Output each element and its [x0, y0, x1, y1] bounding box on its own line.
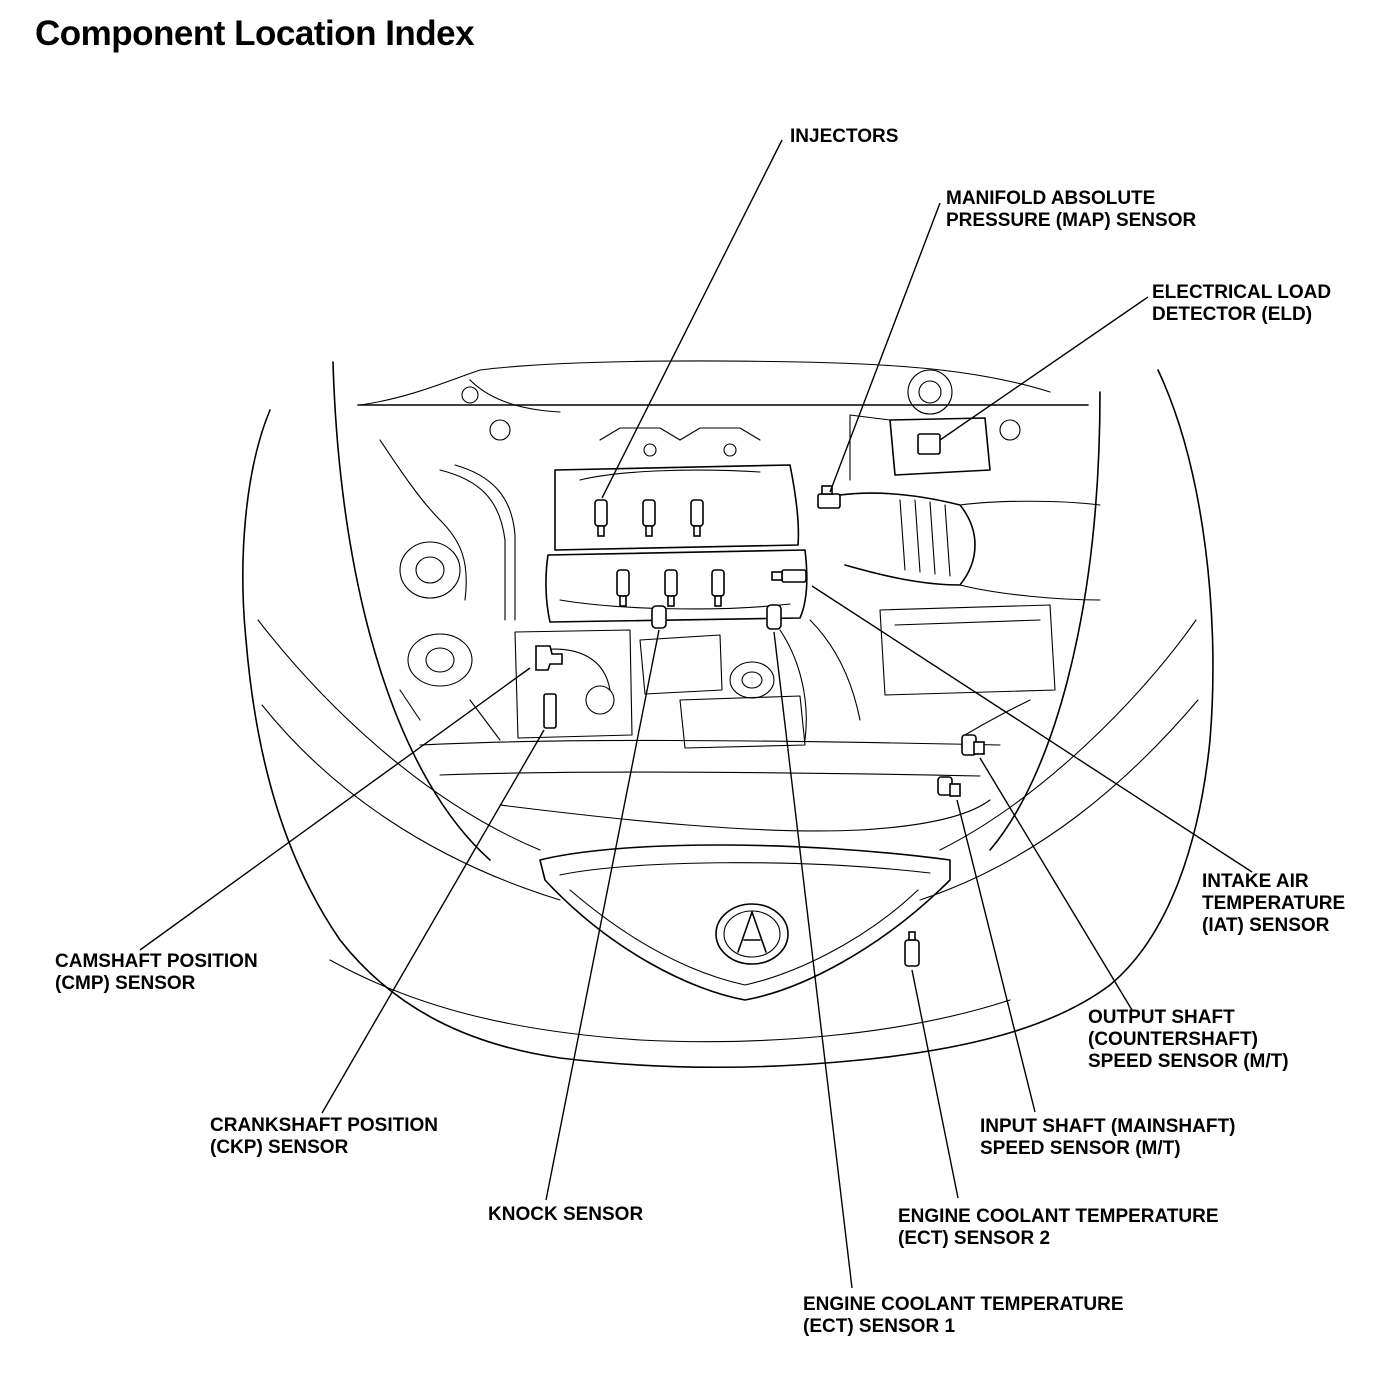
car-body-outline: [242, 361, 1214, 1069]
leader-ect-sensor-1: [773, 631, 853, 1289]
ect-sensor-1-part: [766, 604, 782, 630]
input-shaft-sensor-part: [937, 776, 961, 797]
injector-lower-1: [616, 569, 630, 607]
cmp-sensor-part: [535, 645, 563, 671]
map-sensor: [817, 485, 841, 509]
knock-sensor-part: [651, 605, 667, 629]
injector-upper-2: [642, 499, 656, 537]
ckp-sensor-part: [543, 693, 557, 729]
label-eld: ELECTRICAL LOAD DETECTOR (ELD): [1152, 282, 1332, 325]
injector-upper-1: [594, 499, 608, 537]
output-shaft-sensor-part: [961, 734, 985, 756]
label-injectors: INJECTORS: [790, 126, 899, 147]
components: [535, 433, 985, 967]
label-ect-sensor-2: ENGINE COOLANT TEMPERATURE (ECT) SENSOR …: [898, 1206, 1219, 1249]
leader-map-sensor: [829, 202, 941, 493]
leader-ckp-sensor: [321, 729, 545, 1114]
leader-iat-sensor: [811, 585, 1253, 873]
leader-input-shaft-sensor: [956, 799, 1036, 1113]
label-output-shaft-sensor: OUTPUT SHAFT (COUNTERSHAFT) SPEED SENSOR…: [1088, 1007, 1289, 1072]
eld-unit: [917, 433, 941, 455]
label-ect-sensor-1: ENGINE COOLANT TEMPERATURE (ECT) SENSOR …: [803, 1294, 1124, 1337]
page-title: Component Location Index: [35, 14, 475, 53]
leader-lines: [139, 139, 1253, 1289]
leader-eld: [939, 296, 1149, 441]
label-map-sensor: MANIFOLD ABSOLUTE PRESSURE (MAP) SENSOR: [946, 188, 1197, 231]
injector-lower-3: [711, 569, 725, 607]
label-iat-sensor: INTAKE AIR TEMPERATURE (IAT) SENSOR: [1202, 871, 1346, 936]
leader-knock-sensor: [545, 629, 660, 1201]
leader-cmp-sensor: [139, 667, 531, 951]
label-knock-sensor: KNOCK SENSOR: [488, 1204, 644, 1225]
injector-lower-2: [664, 569, 678, 607]
label-ckp-sensor: CRANKSHAFT POSITION (CKP) SENSOR: [210, 1115, 438, 1158]
iat-sensor: [771, 569, 807, 583]
label-input-shaft-sensor: INPUT SHAFT (MAINSHAFT) SPEED SENSOR (M/…: [980, 1116, 1236, 1159]
leader-injectors: [601, 139, 783, 499]
leader-ect-sensor-2: [911, 969, 959, 1199]
leader-output-shaft-sensor: [979, 757, 1133, 1011]
ect-sensor-2-part: [904, 931, 920, 967]
engine-bay-details: [357, 360, 1101, 749]
label-cmp-sensor: CAMSHAFT POSITION (CMP) SENSOR: [55, 951, 258, 994]
injector-upper-3: [690, 499, 704, 537]
